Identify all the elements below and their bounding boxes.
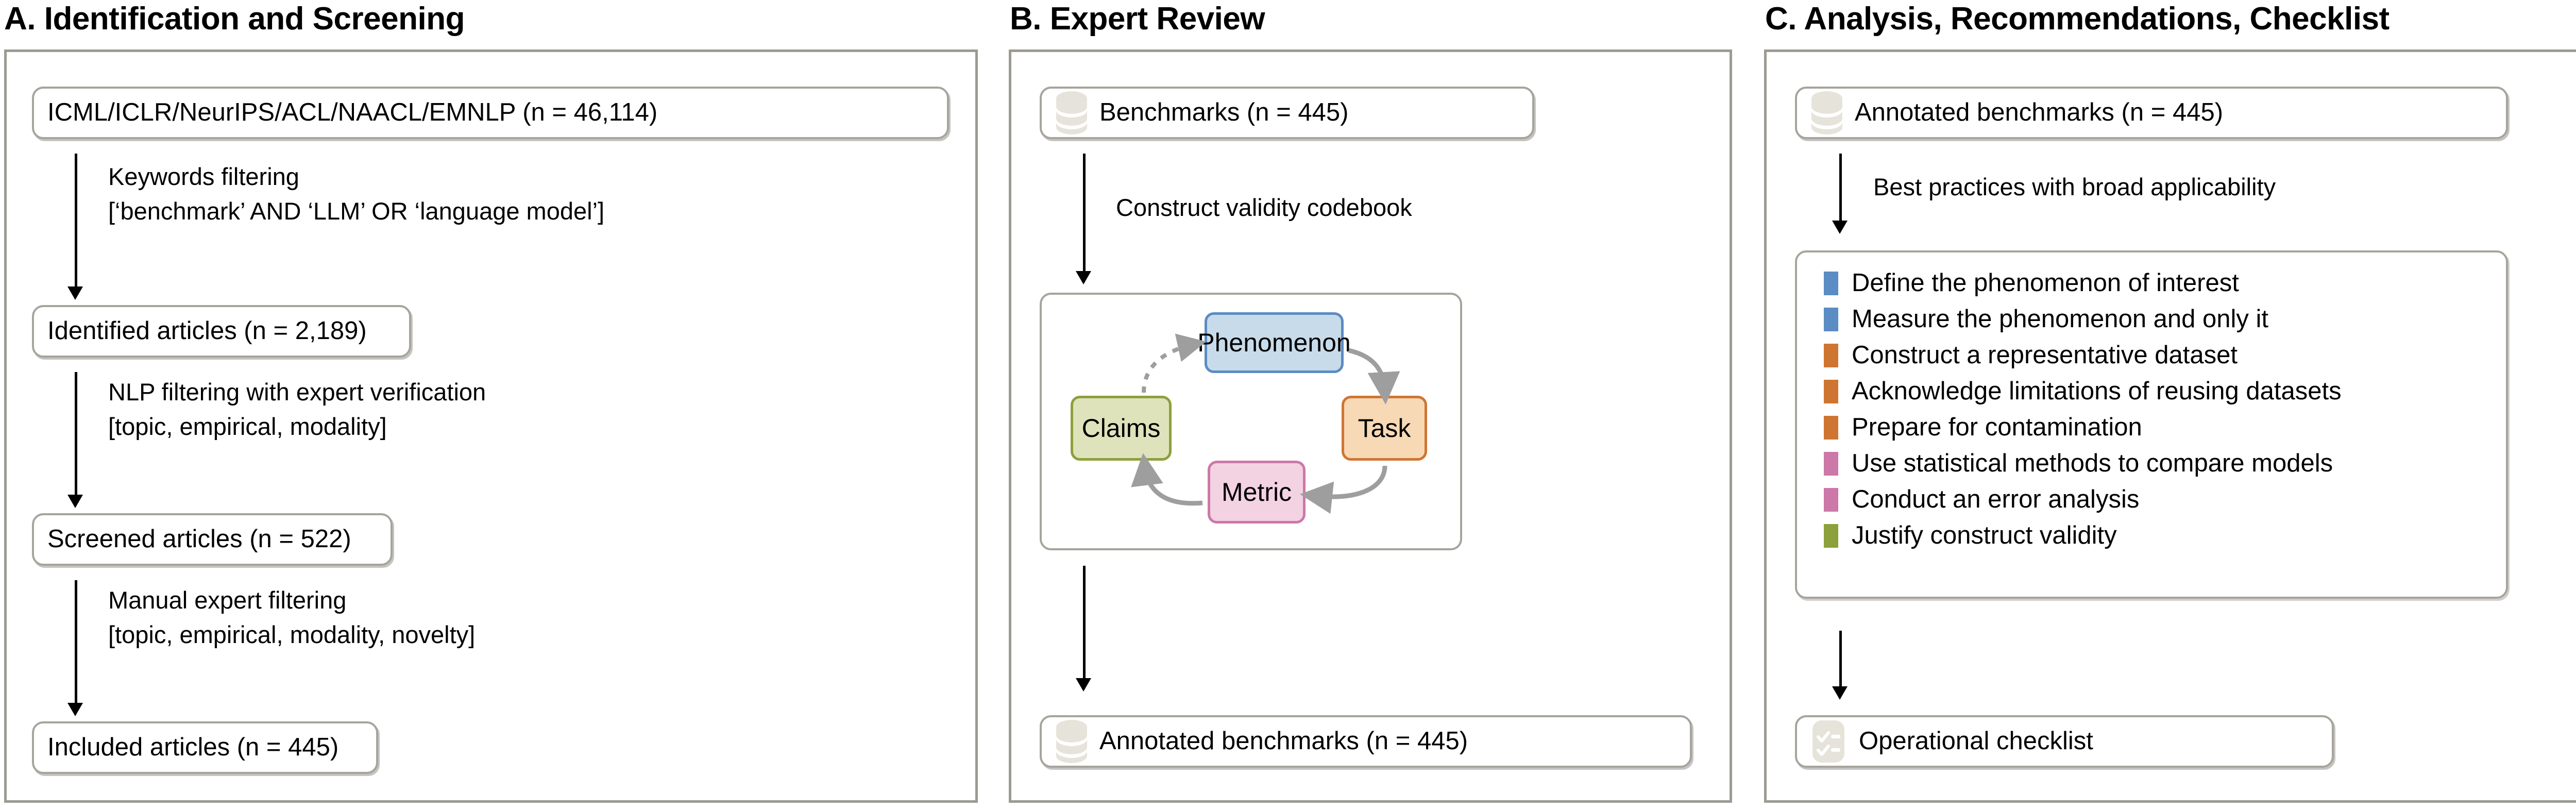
arrow-b1-line: [1083, 154, 1086, 274]
edge-caption-validity-codebook: Construct validity codebook: [1116, 194, 1412, 221]
construct-validity-cycle: Phenomenon Task Metric Claims: [1040, 293, 1462, 550]
edge-caption-manual-filtering: Manual expert filtering [topic, empirica…: [108, 583, 475, 652]
panel-b-title: B. Expert Review: [1010, 1, 1265, 37]
color-swatch-blue: [1824, 271, 1838, 295]
recommendations-list: Define the phenomenon of interest Measur…: [1795, 250, 2508, 599]
node-identified-articles-label: Identified articles (n = 2,189): [47, 317, 367, 345]
edge-caption-manual-filtering-line1: Manual expert filtering: [108, 586, 347, 614]
edge-caption-best-practices: Best practices with broad applicability: [1873, 173, 2276, 200]
list-item: Measure the phenomenon and only it: [1824, 304, 2506, 334]
color-swatch-orange: [1824, 415, 1838, 440]
color-swatch-pink: [1824, 487, 1838, 512]
node-annotated-benchmarks-c: Annotated benchmarks (n = 445): [1795, 87, 2508, 139]
node-identified-articles: Identified articles (n = 2,189): [32, 305, 411, 358]
node-annotated-benchmarks-b-label: Annotated benchmarks (n = 445): [1099, 727, 1468, 755]
edge-caption-nlp-filtering-line1: NLP filtering with expert verification: [108, 378, 486, 406]
cycle-box-task-label: Task: [1358, 414, 1411, 443]
checklist-icon: [1810, 719, 1848, 764]
color-swatch-pink: [1824, 451, 1838, 476]
edge-caption-nlp-filtering: NLP filtering with expert verification […: [108, 375, 486, 444]
list-item-label: Measure the phenomenon and only it: [1852, 305, 2269, 333]
node-annotated-benchmarks-c-label: Annotated benchmarks (n = 445): [1855, 98, 2224, 127]
cycle-box-metric: Metric: [1208, 461, 1306, 524]
arrow-b1-head: [1076, 271, 1091, 284]
list-item-label: Conduct an error analysis: [1852, 485, 2140, 513]
cycle-box-phenomenon: Phenomenon: [1197, 312, 1351, 373]
arrow-b2-line: [1083, 566, 1086, 681]
edge-caption-manual-filtering-line2: [topic, empirical, modality, novelty]: [108, 620, 476, 648]
list-item: Prepare for contamination: [1824, 412, 2506, 443]
edge-caption-keywords-filtering: Keywords filtering [‘benchmark’ AND ‘LLM…: [108, 160, 604, 228]
arrow-3-head: [67, 703, 83, 716]
list-item: Define the phenomenon of interest: [1824, 268, 2506, 298]
node-screened-articles: Screened articles (n = 522): [32, 513, 393, 566]
edge-caption-nlp-filtering-line2: [topic, empirical, modality]: [108, 412, 387, 440]
arrow-c1-line: [1839, 154, 1842, 224]
node-benchmarks-label: Benchmarks (n = 445): [1099, 98, 1349, 127]
node-benchmarks: Benchmarks (n = 445): [1040, 87, 1534, 139]
cycle-box-claims: Claims: [1071, 396, 1172, 461]
cycle-box-phenomenon-label: Phenomenon: [1197, 328, 1351, 357]
list-item: Conduct an error analysis: [1824, 484, 2506, 515]
node-operational-checklist: Operational checklist: [1795, 715, 2334, 768]
arrow-1-line: [75, 154, 77, 290]
panel-a-frame: [4, 49, 978, 803]
edge-caption-keywords-filtering-line1: Keywords filtering: [108, 163, 299, 190]
database-icon: [1055, 91, 1088, 135]
arrow-2-head: [67, 495, 83, 508]
arrow-c2-head: [1832, 686, 1848, 700]
arrow-3-line: [75, 580, 77, 706]
cycle-box-claims-label: Claims: [1081, 414, 1161, 443]
node-operational-checklist-label: Operational checklist: [1859, 727, 2093, 755]
list-item: Construct a representative dataset: [1824, 340, 2506, 370]
arrow-c1-head: [1832, 221, 1848, 234]
node-source-articles: ICML/ICLR/NeurIPS/ACL/NAACL/EMNLP (n = 4…: [32, 87, 949, 139]
list-item-label: Justify construct validity: [1852, 521, 2117, 549]
node-screened-articles-label: Screened articles (n = 522): [47, 525, 351, 553]
arrow-2-line: [75, 372, 77, 498]
color-swatch-orange: [1824, 343, 1838, 367]
list-item: Use statistical methods to compare model…: [1824, 448, 2506, 479]
arrow-c2-line: [1839, 631, 1842, 689]
edge-caption-keywords-filtering-line2: [‘benchmark’ AND ‘LLM’ OR ‘language mode…: [108, 197, 605, 225]
list-item-label: Prepare for contamination: [1852, 413, 2142, 441]
node-annotated-benchmarks-b: Annotated benchmarks (n = 445): [1040, 715, 1692, 768]
node-included-articles-label: Included articles (n = 445): [47, 733, 339, 762]
database-icon: [1055, 719, 1088, 764]
list-item-label: Define the phenomenon of interest: [1852, 269, 2239, 297]
panel-a-title: A. Identification and Screening: [4, 1, 465, 37]
color-swatch-green: [1824, 524, 1838, 548]
cycle-box-metric-label: Metric: [1221, 478, 1292, 507]
list-item-label: Use statistical methods to compare model…: [1852, 449, 2333, 477]
arrow-1-head: [67, 286, 83, 300]
arrow-b2-head: [1076, 678, 1091, 691]
list-item: Justify construct validity: [1824, 520, 2506, 551]
list-item: Acknowledge limitations of reusing datas…: [1824, 376, 2506, 407]
cycle-box-task: Task: [1342, 396, 1427, 461]
node-included-articles: Included articles (n = 445): [32, 721, 378, 774]
panel-c-title: C. Analysis, Recommendations, Checklist: [1765, 1, 2389, 37]
database-icon: [1810, 91, 1843, 135]
color-swatch-orange: [1824, 379, 1838, 403]
color-swatch-blue: [1824, 307, 1838, 331]
list-item-label: Acknowledge limitations of reusing datas…: [1852, 377, 2342, 405]
list-item-label: Construct a representative dataset: [1852, 341, 2238, 369]
node-source-articles-label: ICML/ICLR/NeurIPS/ACL/NAACL/EMNLP (n = 4…: [47, 98, 658, 127]
